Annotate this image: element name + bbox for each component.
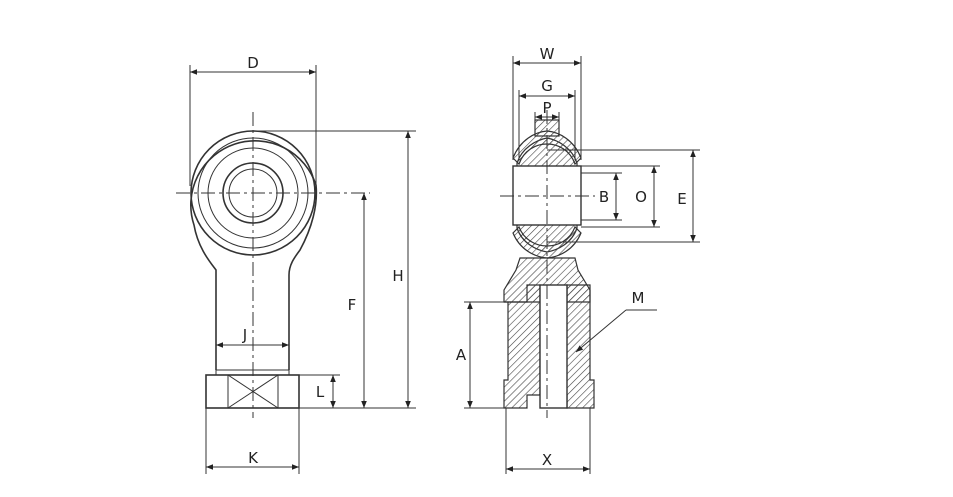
label-D: D xyxy=(247,54,259,72)
front-view: D H F J L K xyxy=(176,54,416,474)
label-G: G xyxy=(541,77,553,95)
label-M: M xyxy=(632,289,645,307)
label-K: K xyxy=(248,449,259,467)
label-F: F xyxy=(348,296,357,314)
label-L: L xyxy=(316,383,325,401)
section-view: W G P B O E M A xyxy=(456,45,700,474)
head-outer-contour xyxy=(190,140,318,370)
thread-cavity xyxy=(539,284,568,409)
race-bottom xyxy=(512,225,582,259)
label-X: X xyxy=(542,451,552,469)
label-A: A xyxy=(456,346,467,364)
label-E: E xyxy=(677,190,686,208)
label-W: W xyxy=(540,45,555,63)
label-H: H xyxy=(392,267,403,285)
label-O: O xyxy=(635,188,647,206)
shank-left-wall xyxy=(503,284,541,409)
label-B: B xyxy=(599,188,609,206)
leader-M xyxy=(575,309,627,353)
label-P: P xyxy=(542,99,551,117)
label-J: J xyxy=(242,326,247,344)
